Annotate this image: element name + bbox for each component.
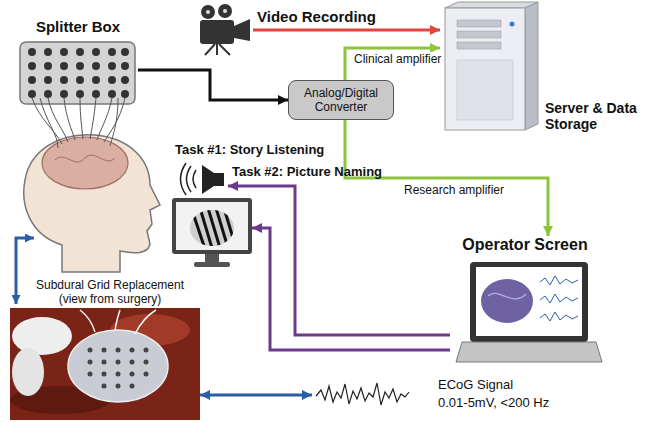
photo-node: Subdural Grid Replacement (view from sur… bbox=[10, 308, 200, 420]
node-label: Task #1: Story Listening bbox=[175, 142, 324, 157]
laptop-node: Operator Screen bbox=[450, 236, 600, 366]
node-label: Operator Screen bbox=[450, 236, 600, 254]
signal-node: ECoG Signal 0.01-5mV, <200 Hz bbox=[312, 374, 562, 416]
node-label: Analog/Digital Converter bbox=[295, 86, 387, 114]
ecog-waveform bbox=[316, 383, 409, 405]
edge-label: Clinical amplifier bbox=[352, 52, 443, 66]
laptop-icon bbox=[456, 262, 602, 362]
camera-node: Video Recording bbox=[195, 2, 253, 54]
node-label: Video Recording bbox=[257, 8, 376, 25]
node-label: Splitter Box bbox=[18, 18, 138, 35]
leader-arrow bbox=[16, 238, 34, 304]
surgery-photo bbox=[10, 308, 200, 420]
node-label: 0.01-5mV, <200 Hz bbox=[438, 395, 549, 410]
electrode-wires bbox=[32, 98, 125, 148]
server-node: Server & Data Storage bbox=[440, 4, 540, 132]
edge-label: Research amplifier bbox=[402, 183, 506, 197]
monitor-icon bbox=[172, 198, 252, 267]
node-label: Task #2: Picture Naming bbox=[232, 164, 382, 179]
video-camera-icon bbox=[200, 4, 250, 55]
node-label: Server & Data Storage bbox=[545, 100, 639, 132]
speaker-icon bbox=[181, 163, 225, 195]
process-box: Analog/Digital Converter bbox=[288, 80, 394, 120]
head-silhouette bbox=[24, 135, 160, 272]
splitter-box bbox=[20, 42, 135, 104]
connector-arrow bbox=[253, 29, 440, 32]
connector-arrow bbox=[252, 228, 450, 350]
monitor-node: Task #2: Picture Naming bbox=[172, 198, 252, 268]
node-label: Subdural Grid Replacement (view from sur… bbox=[30, 278, 190, 306]
node-label: ECoG Signal bbox=[438, 377, 513, 392]
connector-arrow bbox=[200, 394, 312, 397]
splitter-node: Splitter Box bbox=[18, 18, 138, 108]
connector-arrow bbox=[138, 70, 288, 100]
connector-arrow bbox=[228, 186, 450, 335]
speaker-node: Task #1: Story Listening bbox=[184, 162, 228, 196]
server-tower bbox=[445, 2, 538, 130]
